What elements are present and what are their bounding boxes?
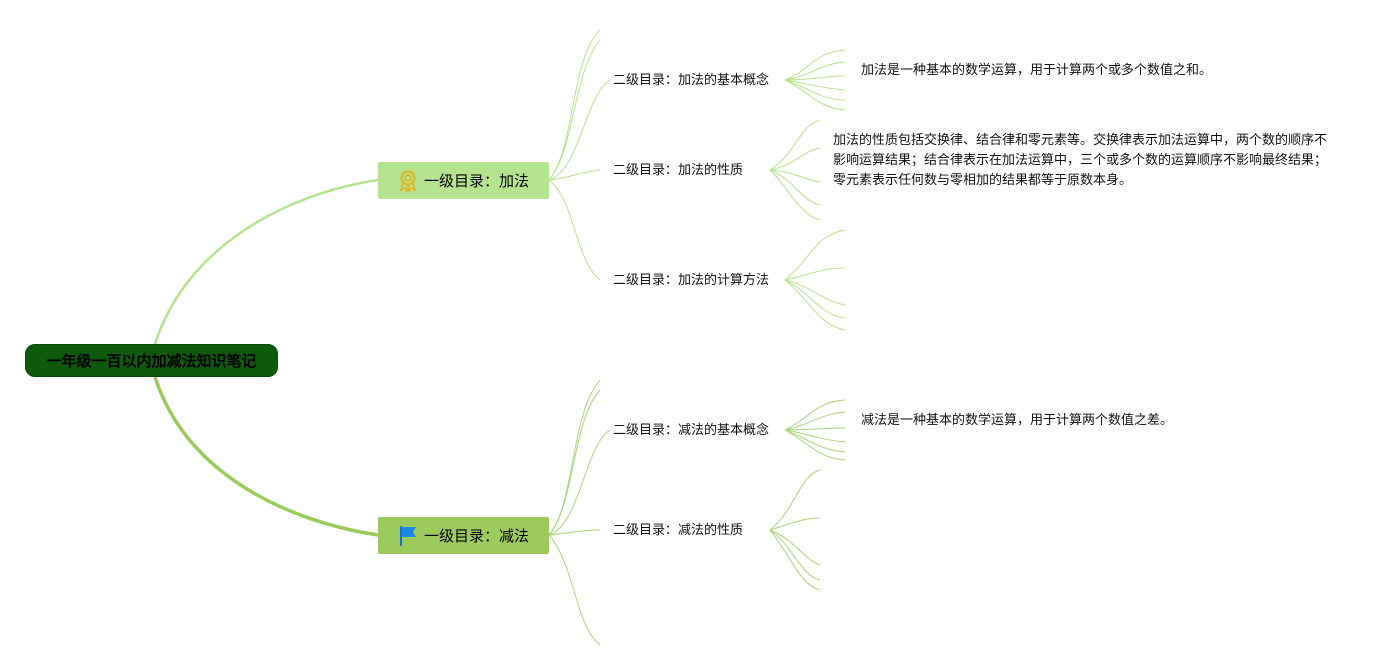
links-add-leaves	[769, 49, 846, 331]
link-root-add	[153, 178, 379, 345]
topic-level2-sub-concept[interactable]: 二级目录：减法的基本概念	[613, 422, 769, 440]
topic-level1-subtraction-label: 一级目录：减法	[423, 527, 529, 545]
topic-level2-add-properties[interactable]: 二级目录：加法的性质	[613, 162, 743, 180]
note-add-properties[interactable]: 加法的性质包括交换律、结合律和零元素等。交换律表示加法运算中，两个数的顺序不影响…	[833, 131, 1328, 191]
root-topic-label: 一年级一百以内加减法知识笔记	[46, 352, 257, 370]
link-root-sub	[153, 376, 379, 537]
blue-flag-icon	[398, 525, 418, 547]
topic-level2-sub-properties-label: 二级目录：减法的性质	[613, 523, 744, 538]
topic-level1-addition[interactable]: 一级目录：加法	[378, 162, 549, 199]
topic-level1-subtraction[interactable]: 一级目录：减法	[378, 517, 549, 554]
links-sub-leaves	[769, 399, 846, 591]
note-add-concept-text: 加法是一种基本的数学运算，用于计算两个或多个数值之和。	[861, 63, 1213, 78]
note-add-concept[interactable]: 加法是一种基本的数学运算，用于计算两个或多个数值之和。	[861, 61, 1361, 81]
root-topic[interactable]: 一年级一百以内加减法知识笔记	[25, 344, 278, 377]
links-sub-level2	[548, 379, 611, 646]
topic-level2-sub-properties[interactable]: 二级目录：减法的性质	[613, 522, 743, 540]
note-add-properties-text: 加法的性质包括交换律、结合律和零元素等。交换律表示加法运算中，两个数的顺序不影响…	[833, 133, 1328, 188]
award-badge-icon	[398, 170, 418, 193]
topic-level2-add-methods[interactable]: 二级目录：加法的计算方法	[613, 272, 769, 290]
links-add-level2	[548, 29, 611, 281]
topic-level2-add-concept[interactable]: 二级目录：加法的基本概念	[613, 72, 769, 90]
topic-level2-add-properties-label: 二级目录：加法的性质	[613, 163, 744, 178]
note-sub-concept-text: 减法是一种基本的数学运算，用于计算两个数值之差。	[861, 413, 1174, 428]
topic-level2-sub-concept-label: 二级目录：减法的基本概念	[613, 423, 770, 438]
topic-level1-addition-label: 一级目录：加法	[423, 172, 529, 190]
topic-level2-add-concept-label: 二级目录：加法的基本概念	[613, 73, 770, 88]
topic-level2-add-methods-label: 二级目录：加法的计算方法	[613, 273, 770, 288]
note-sub-concept[interactable]: 减法是一种基本的数学运算，用于计算两个数值之差。	[861, 411, 1361, 431]
